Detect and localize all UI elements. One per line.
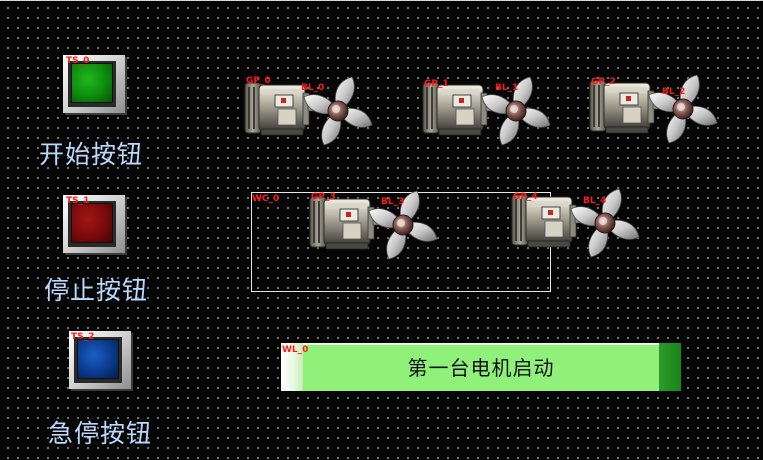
emergency-stop-button-label: 急停按钮 — [48, 419, 153, 448]
group-box-tag: WC_0 — [252, 194, 280, 204]
fan-tag: BL_3 — [381, 197, 405, 207]
motor-tag: GP_0 — [246, 76, 271, 86]
status-tag: WL_0 — [282, 345, 309, 355]
motor-tag: GP_2 — [591, 77, 616, 87]
motor-fan-unit-4[interactable]: GP_4 BL_4 — [511, 187, 652, 267]
stop-button-tag: TS_1 — [66, 196, 90, 206]
motor-fan-unit-2[interactable]: GP_2 BL_2 — [589, 73, 730, 153]
emergency-stop-button-tag: TS_2 — [71, 332, 95, 342]
fan-tag: BL_0 — [301, 83, 325, 93]
fan-tag: BL_1 — [495, 83, 519, 93]
fan-tag: BL_4 — [583, 196, 607, 206]
motor-fan-unit-0[interactable]: GP_0 BL_0 — [244, 75, 385, 155]
start-button[interactable] — [63, 55, 125, 113]
stop-button-label: 停止按钮 — [44, 276, 149, 305]
emergency-stop-button-face[interactable] — [77, 339, 119, 379]
status-text: 第一台电机启动 — [407, 356, 555, 380]
motor-tag: GP_3 — [311, 192, 336, 202]
emergency-stop-button[interactable] — [69, 331, 131, 389]
start-button-tag: TS_0 — [66, 56, 90, 66]
stop-button[interactable] — [63, 195, 125, 253]
status-indicator: 第一台电机启动 WL_0 — [281, 343, 681, 391]
top-border — [0, 0, 763, 1]
stop-button-face[interactable] — [71, 203, 113, 243]
motor-tag: GP_1 — [424, 79, 449, 89]
motor-fan-unit-1[interactable]: GP_1 BL_1 — [422, 75, 563, 155]
start-button-label: 开始按钮 — [39, 140, 144, 169]
motor-tag: GP_4 — [513, 192, 538, 202]
start-button-face[interactable] — [71, 63, 113, 103]
fan-tag: BL_2 — [662, 87, 686, 97]
motor-fan-unit-3[interactable]: GP_3 BL_3 — [309, 189, 450, 269]
